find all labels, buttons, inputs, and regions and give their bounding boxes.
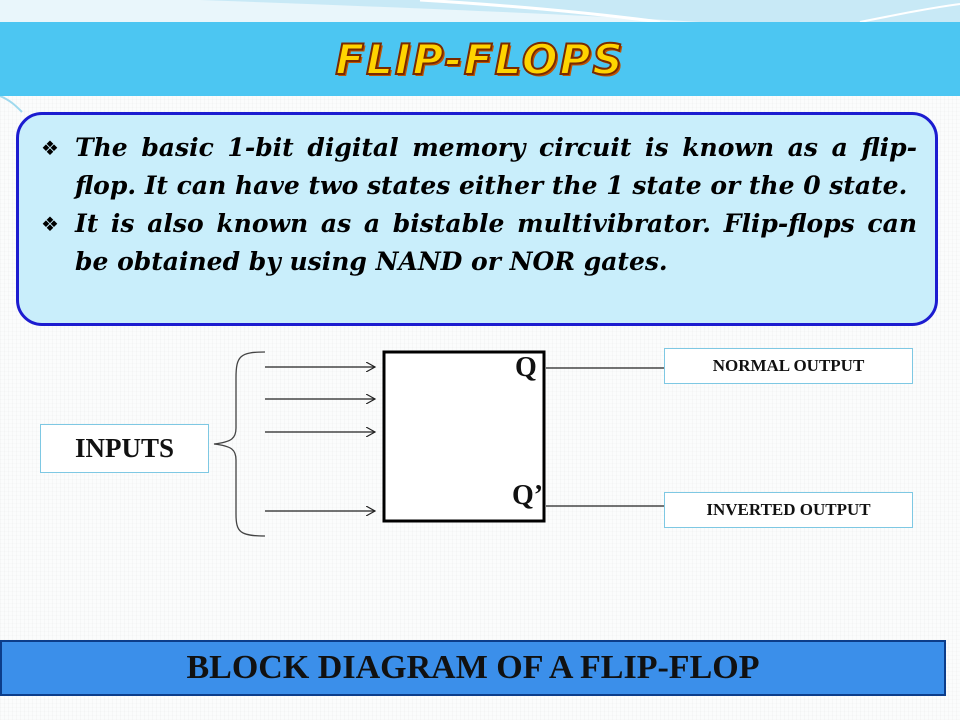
diagram-caption: BLOCK DIAGRAM OF A FLIP-FLOP [186,649,760,686]
flip-flop-block [382,350,546,523]
normal-output-label-box: NORMAL OUTPUT [664,348,913,384]
bullet-item: ❖ It is also known as a bistable multivi… [41,205,917,281]
qbar-output-label: Q’ [512,480,544,511]
inputs-brace [213,351,266,537]
inverted-output-label-box: INVERTED OUTPUT [664,492,913,528]
bullet-text: The basic 1-bit digital memory circuit i… [75,133,917,200]
bullet-content-box: ❖ The basic 1-bit digital memory circuit… [16,112,938,326]
title-bar: FLIP-FLOPS [0,22,960,96]
bullet-item: ❖ The basic 1-bit digital memory circuit… [41,129,917,205]
bullet-list: ❖ The basic 1-bit digital memory circuit… [41,129,917,281]
bullet-text: It is also known as a bistable multivibr… [75,209,917,276]
inputs-label-box: INPUTS [40,424,209,473]
caption-bar: BLOCK DIAGRAM OF A FLIP-FLOP [0,640,946,696]
q-output-label: Q [515,352,537,383]
slide-title: FLIP-FLOPS [334,34,625,85]
diamond-bullet-icon: ❖ [41,212,59,236]
top-decorative-swoosh [0,0,960,113]
flip-flop-block-diagram [213,350,664,537]
diamond-bullet-icon: ❖ [41,136,59,160]
